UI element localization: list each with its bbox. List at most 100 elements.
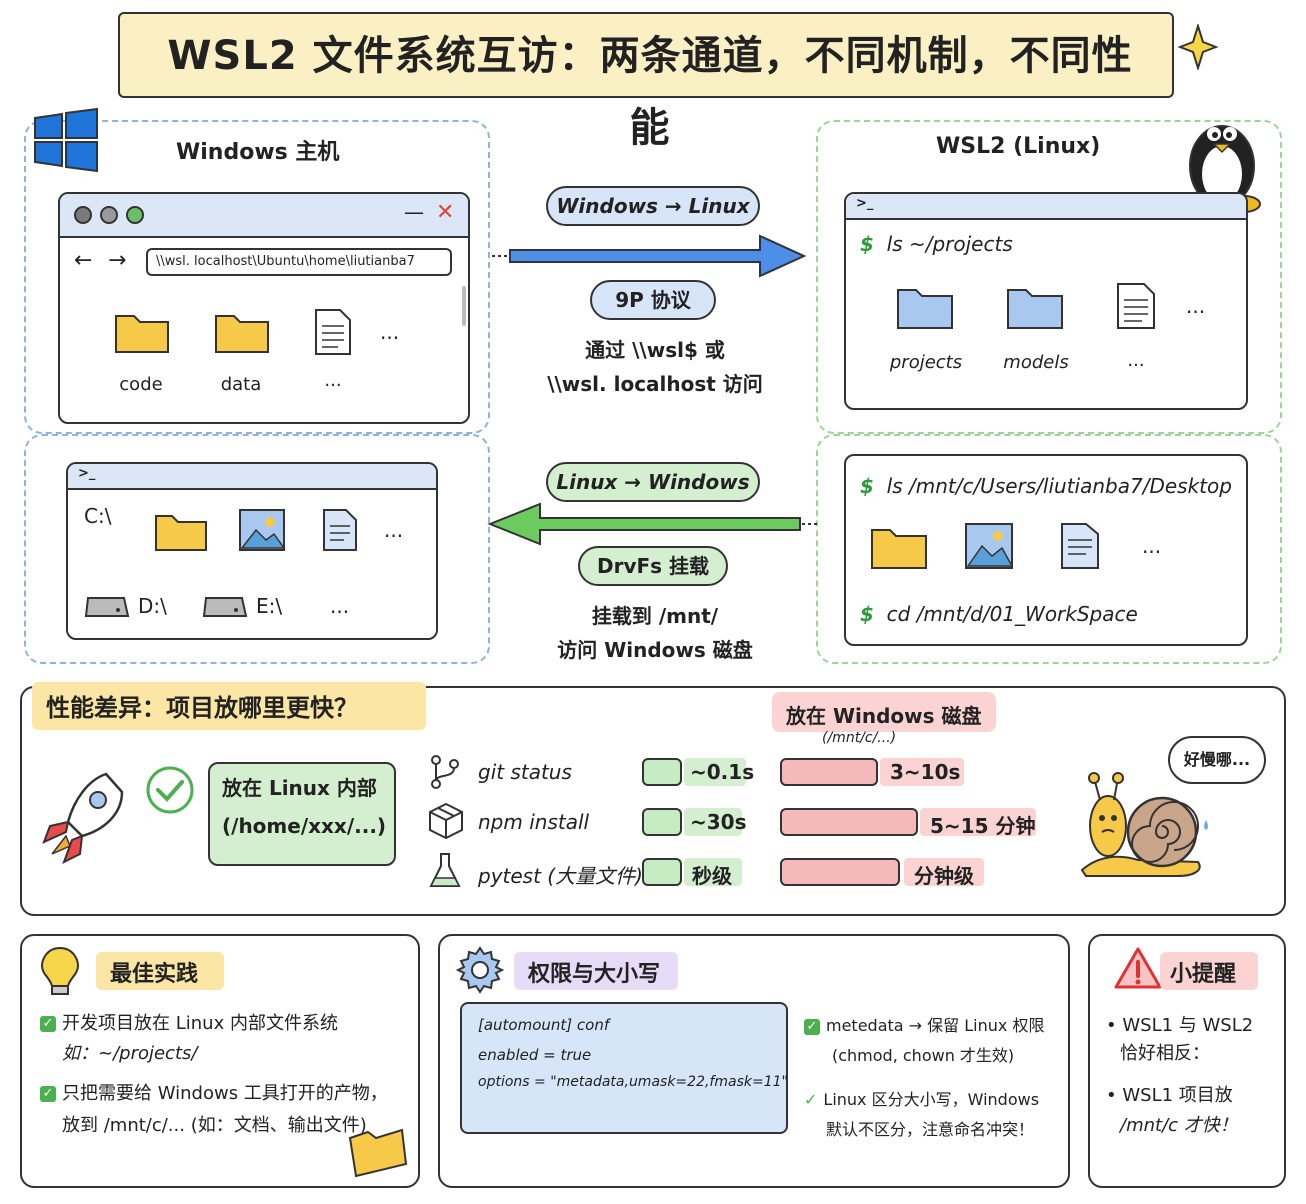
permissions-title-highlight: [514, 952, 678, 990]
config-line: enabled = true: [478, 1046, 592, 1064]
package-box-icon: [429, 802, 463, 840]
folder-label: code: [119, 374, 163, 395]
folder-icon[interactable]: [154, 508, 210, 554]
task-label: npm install: [478, 810, 590, 834]
document-icon[interactable]: [1116, 282, 1158, 332]
config-line: [automount] conf: [478, 1016, 610, 1034]
check-circle-icon: [146, 766, 194, 814]
best-practice-item-sub: 如：~/projects/: [62, 1043, 198, 1064]
wsl-mnt-section: [816, 434, 1282, 664]
check-icon: ✓: [40, 1086, 56, 1102]
best-practice-item: ✓开发项目放在 Linux 内部文件系统: [40, 1010, 338, 1039]
windows-time-highlight: [904, 858, 984, 886]
more-items: ...: [384, 518, 404, 542]
hard-drive-icon[interactable]: [202, 588, 248, 620]
windows-time-bar: [780, 808, 918, 836]
linux-location-box: [208, 762, 396, 866]
more-items: ...: [380, 320, 400, 344]
folder-icon[interactable]: [114, 308, 172, 356]
windows-time: 分钟级: [914, 864, 974, 888]
windows-host-section: [24, 120, 490, 434]
permissions-note-sub: 默认不区分，注意命名冲突！: [826, 1120, 1035, 1139]
page-title: WSL2 文件系统互访：两条通道，不同机制，不同性能: [167, 33, 1133, 151]
windows-location-path: (/mnt/c/...): [822, 730, 897, 746]
linux-time: ~30s: [690, 810, 747, 834]
warning-icon: [1114, 947, 1162, 989]
back-arrow-icon[interactable]: ←: [74, 248, 93, 273]
permissions-note: ✓Linux 区分大小写，Windows: [804, 1090, 1040, 1109]
folder-label: projects: [889, 352, 963, 373]
image-icon[interactable]: [238, 508, 288, 554]
arrow-left-icon: [487, 502, 820, 546]
title-banner: [118, 12, 1174, 98]
scrollbar[interactable]: [462, 286, 466, 326]
folder-label: models: [1003, 352, 1069, 373]
performance-title-highlight: [32, 682, 426, 730]
terminal-prompt-icon: >_: [78, 466, 96, 481]
hard-drive-icon[interactable]: [84, 588, 130, 620]
best-practice-item-sub: 放到 /mnt/c/... (如：文档、输出文件): [62, 1115, 367, 1136]
windows-terminal-window[interactable]: >_ C:\ ... D:\ E:\ ...: [66, 462, 438, 640]
drive-c-label: C:\: [84, 504, 112, 528]
linux-time-bar: [642, 758, 682, 786]
task-label: pytest (大量文件): [478, 864, 643, 888]
terminal-command: $ cd /mnt/d/01_WorkSpace: [860, 602, 1138, 626]
windows-time-bar: [780, 858, 900, 886]
wsl-terminal-window[interactable]: $ ls /mnt/c/Users/liutianba7/Desktop ...…: [844, 454, 1248, 646]
reminder-item: • WSL1 与 WSL2: [1106, 1015, 1254, 1036]
linux-time: ~0.1s: [690, 760, 755, 784]
reminder-item-sub: /mnt/c 才快！: [1120, 1115, 1238, 1136]
more-items: ...: [1186, 294, 1206, 318]
document-icon[interactable]: [314, 308, 354, 356]
windows-drives-section: [24, 434, 490, 664]
window-dot-icon[interactable]: [74, 206, 92, 224]
linux-time: 秒级: [692, 864, 732, 888]
file-explorer-window[interactable]: — ✕ ← → \\wsl. localhost\Ubuntu\home\liu…: [58, 192, 470, 424]
windows-location-highlight: [772, 692, 996, 732]
terminal-window[interactable]: >_ $ ls ~/projects ... projects models .…: [844, 192, 1248, 410]
window-dot-icon[interactable]: [126, 206, 144, 224]
folder-icon[interactable]: [896, 282, 956, 332]
terminal-command: $ ls /mnt/c/Users/liutianba7/Desktop: [860, 474, 1232, 498]
linux-location-path: (/home/xxx/...): [222, 814, 387, 838]
windows-time: 5~15 分钟: [930, 814, 1036, 838]
best-practice-title-highlight: [96, 952, 224, 990]
windows-time-highlight: [880, 758, 964, 786]
folder-label: data: [220, 374, 262, 395]
speech-bubble: 好慢哪...: [1168, 736, 1266, 784]
minimize-icon[interactable]: —: [404, 200, 424, 224]
window-dot-icon[interactable]: [100, 206, 118, 224]
windows-host-title: Windows 主机: [176, 140, 340, 165]
reminder-item-sub: 恰好相反：: [1120, 1043, 1210, 1064]
wsl2-section: [816, 120, 1282, 434]
gear-icon: [456, 946, 504, 994]
permissions-note-sub: (chmod, chown 才生效): [832, 1046, 1015, 1065]
folder-icon[interactable]: [1006, 282, 1066, 332]
reminder-title: 小提醒: [1170, 962, 1237, 987]
windows-logo-icon: [34, 108, 98, 172]
linux-time-highlight: [684, 758, 746, 786]
snail-icon: [1080, 772, 1208, 877]
document-icon[interactable]: [322, 508, 362, 554]
protocol-9p: 9P 协议: [590, 280, 716, 320]
permissions-note: ✓metedata → 保留 Linux 权限: [804, 1012, 1044, 1036]
document-icon[interactable]: [1060, 522, 1102, 572]
windows-location-label: 放在 Windows 磁盘: [786, 704, 982, 728]
check-icon: ✓: [804, 1090, 818, 1109]
channel-top-desc: 通过 \\wsl$ 或: [585, 338, 725, 362]
task-label: git status: [478, 760, 572, 784]
forward-arrow-icon[interactable]: →: [108, 248, 127, 273]
address-bar[interactable]: \\wsl. localhost\Ubuntu\home\liutianba7: [146, 248, 452, 276]
linux-location-label: 放在 Linux 内部: [222, 776, 377, 800]
channel-bottom-desc: 访问 Windows 磁盘: [557, 638, 753, 662]
folder-icon[interactable]: [214, 308, 272, 356]
git-branch-icon: [431, 755, 459, 789]
direction-linux-to-win: Linux → Windows: [546, 462, 760, 502]
terminal-prompt-icon: >_: [856, 196, 874, 211]
close-icon[interactable]: ✕: [436, 200, 455, 225]
more-items: ...: [330, 594, 350, 618]
check-icon: ✓: [804, 1018, 820, 1035]
drive-d-label: D:\: [138, 594, 167, 618]
folder-icon[interactable]: [870, 522, 930, 572]
image-icon[interactable]: [964, 522, 1016, 572]
